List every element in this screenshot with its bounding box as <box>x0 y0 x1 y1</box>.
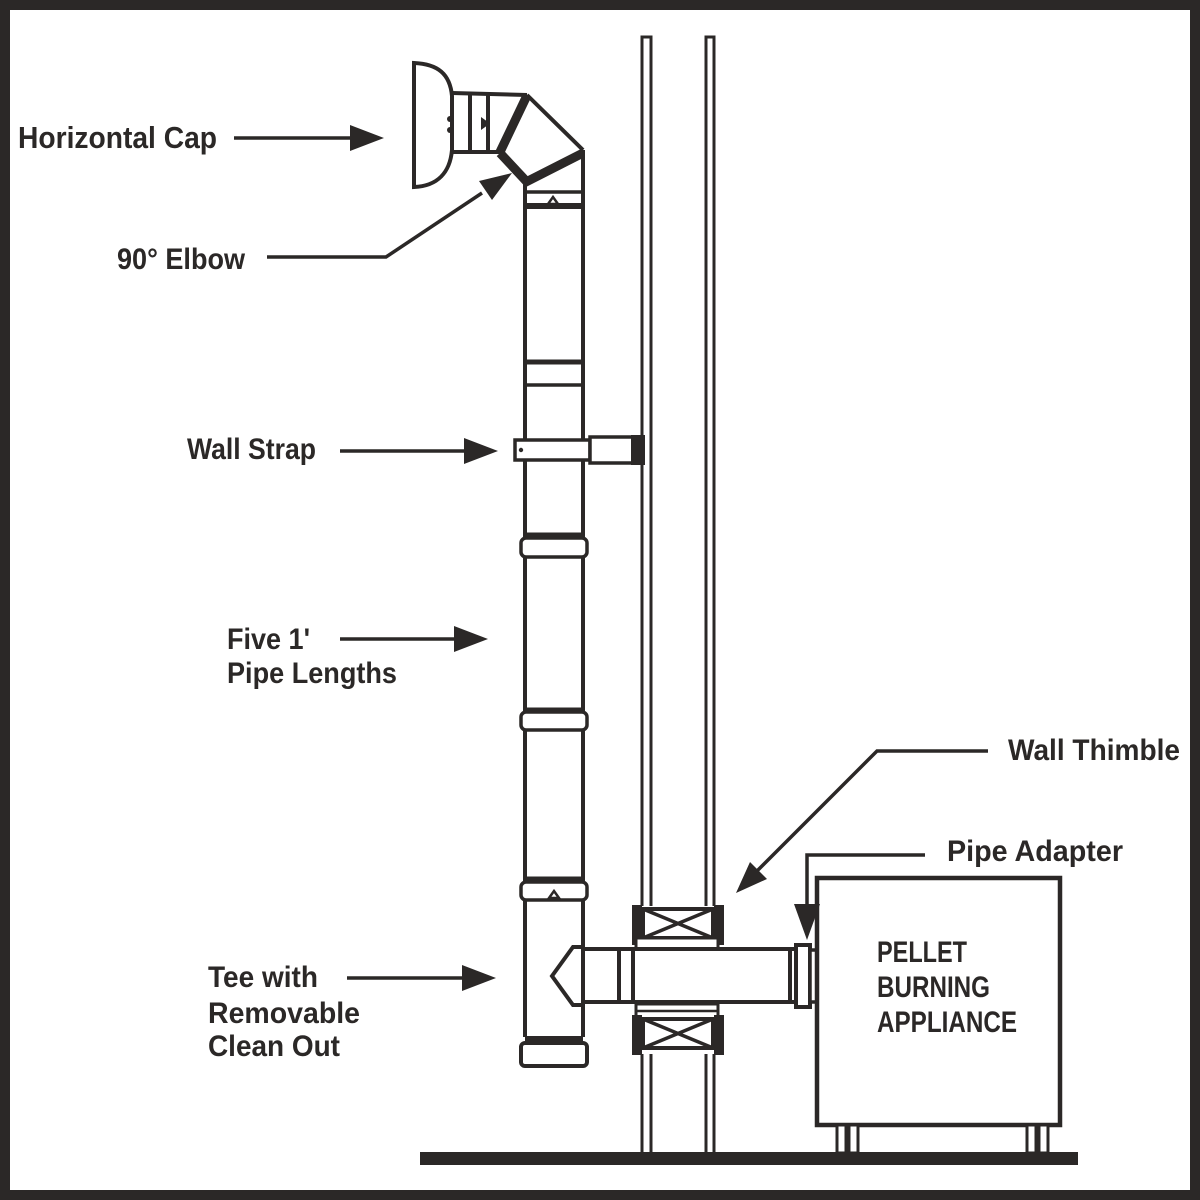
pipe-adapter-arrow <box>794 853 925 940</box>
appliance-label-line2: BURNING <box>877 971 990 1004</box>
tee-and-horizontal-pipe-drawing <box>519 945 796 1068</box>
label-wall-thimble: Wall Thimble <box>1008 734 1180 767</box>
appliance-foot <box>1025 1123 1038 1155</box>
wall-strap-drawing <box>513 435 645 465</box>
label-pipe-adapter: Pipe Adapter <box>947 835 1123 868</box>
horizontal-cap-drawing <box>412 60 528 190</box>
tee-branch-cone <box>549 945 585 1007</box>
cap-rivet-dot <box>447 116 453 122</box>
appliance-label-line1: PELLET <box>877 936 967 969</box>
pipe-adapter-drawing <box>788 943 820 1009</box>
appliance-foot <box>835 1123 848 1155</box>
appliance-foot <box>1037 1123 1050 1155</box>
clean-out-cap <box>519 1041 589 1068</box>
label-tee-line3: Clean Out <box>208 1030 340 1063</box>
horizontal-cap-arrow <box>234 125 384 151</box>
elbow-90-drawing <box>495 93 586 188</box>
pellet-appliance-drawing: PELLET BURNING APPLIANCE <box>814 875 1063 1155</box>
pipe-lengths-arrow <box>340 626 488 652</box>
elbow-arrow <box>267 173 512 259</box>
cap-rivet-dot <box>447 127 453 133</box>
appliance-foot <box>847 1123 860 1155</box>
label-wall-strap: Wall Strap <box>187 433 316 466</box>
wall-thimble-upper-drawing <box>632 905 724 951</box>
tee-arrow <box>347 965 496 991</box>
label-90-elbow: 90° Elbow <box>117 243 246 276</box>
cap-latch-mark <box>481 117 490 130</box>
appliance-label-line3: APPLIANCE <box>877 1006 1017 1039</box>
label-pipe-lengths-line1: Five 1' <box>227 623 310 656</box>
pipe-lock-tab <box>545 194 561 206</box>
label-pipe-lengths-line2: Pipe Lengths <box>227 657 397 690</box>
label-horizontal-cap: Horizontal Cap <box>18 120 217 155</box>
wall-strap-arrow <box>340 438 498 464</box>
wall-section-drawing <box>640 35 716 1152</box>
wall-thimble-lower-drawing <box>632 1002 724 1055</box>
strap-screw-dot <box>518 447 524 453</box>
floor-line <box>420 1152 1078 1165</box>
wall-thimble-arrow <box>736 749 988 893</box>
pipe-lock-tab <box>546 888 562 900</box>
vertical-pipe-drawing <box>519 155 589 1037</box>
label-tee-line1: Tee with <box>208 961 318 994</box>
label-tee-line2: Removable <box>208 997 360 1030</box>
